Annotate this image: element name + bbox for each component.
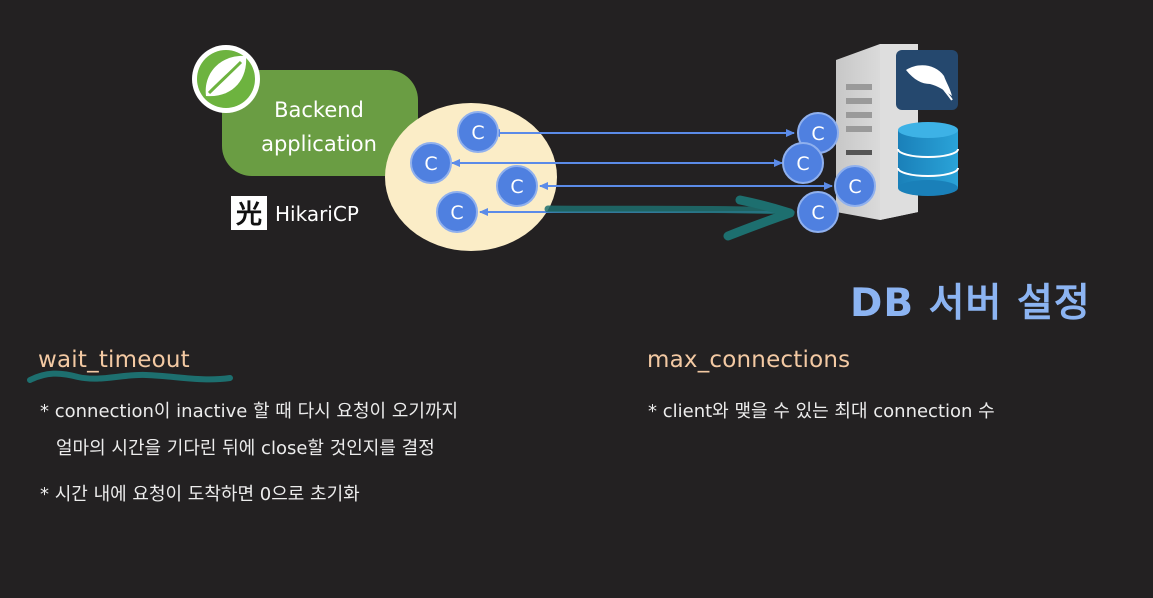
server-connection-node: C — [797, 191, 839, 233]
wait-timeout-heading: wait_timeout — [38, 347, 190, 373]
wait-timeout-underline-annotation — [27, 370, 233, 383]
svg-text:C: C — [510, 176, 523, 198]
server-connection-node: C — [782, 142, 824, 184]
connection-pool-diagram: Backend application 光 HikariCP — [192, 44, 959, 251]
pool-connection-node: C — [457, 111, 499, 153]
svg-text:C: C — [424, 153, 437, 175]
highlight-annotation — [544, 195, 795, 241]
svg-text:C: C — [811, 123, 824, 145]
database-cylinder-icon — [897, 122, 959, 196]
max-connections-heading: max_connections — [647, 347, 851, 373]
pool-connection-node: C — [436, 191, 478, 233]
page-title: DB 서버 설정 — [850, 281, 1091, 326]
svg-text:C: C — [796, 153, 809, 175]
backend-app-box — [222, 70, 418, 176]
backend-app-label-line2: application — [261, 132, 377, 156]
pool-connection-node: C — [496, 165, 538, 207]
svg-text:C: C — [471, 122, 484, 144]
svg-text:C: C — [848, 176, 861, 198]
server-connection-node: C — [834, 165, 876, 207]
svg-text:光: 光 — [235, 200, 262, 230]
hikari-logo-icon: 光 — [231, 196, 267, 230]
spring-leaf-icon — [192, 45, 260, 113]
svg-text:C: C — [450, 202, 463, 224]
wait-timeout-bullet-1-line-1: * connection이 inactive 할 때 다시 요청이 오기까지 — [40, 401, 459, 422]
wait-timeout-bullet-2: * 시간 내에 요청이 도착하면 0으로 초기화 — [40, 484, 360, 505]
mysql-dolphin-icon — [896, 50, 958, 110]
backend-app-label-line1: Backend — [274, 98, 364, 122]
max-connections-bullet-1: * client와 맺을 수 있는 최대 connection 수 — [648, 401, 995, 422]
pool-connection-node: C — [410, 142, 452, 184]
hikaricp-label: HikariCP — [275, 202, 359, 226]
wait-timeout-bullet-1-line-2: 얼마의 시간을 기다린 뒤에 close할 것인지를 결정 — [56, 438, 435, 459]
svg-text:C: C — [811, 202, 824, 224]
